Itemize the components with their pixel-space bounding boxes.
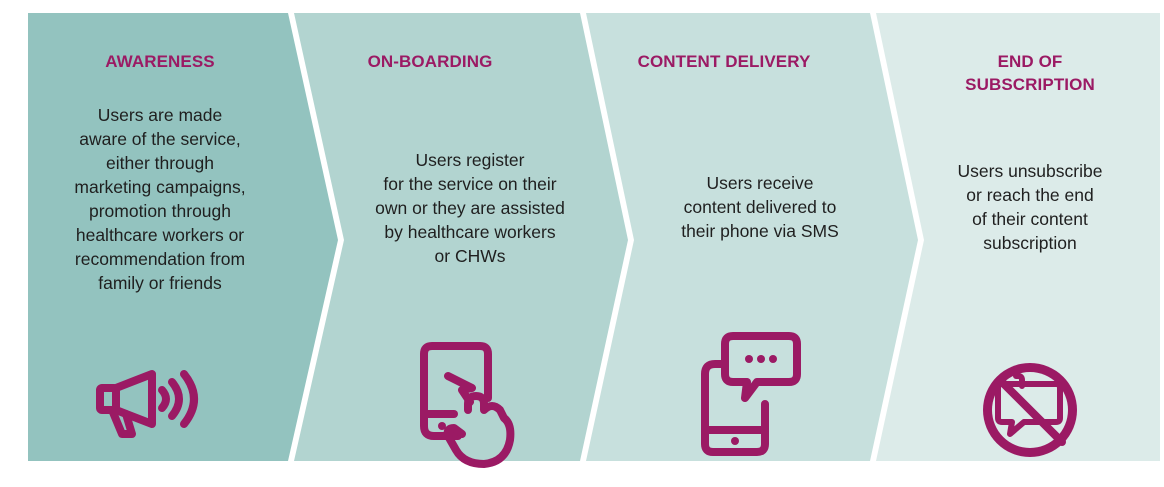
stage-onboarding-title: ON-BOARDING <box>367 52 493 71</box>
description-line: content delivered to <box>683 197 837 217</box>
stage-onboarding-description: Users register for the service on their … <box>345 148 595 268</box>
sms-phone-icon <box>701 332 801 456</box>
description-line: by healthcare workers <box>384 222 556 242</box>
description-line: or reach the end <box>966 185 1094 205</box>
no-messages-icon <box>983 363 1077 457</box>
description-line: promotion through <box>88 201 232 221</box>
stage-onboarding-band <box>294 13 628 461</box>
title-line: END OF <box>997 52 1063 71</box>
description-line: or CHWs <box>434 246 506 266</box>
stage-content-delivery-title: CONTENT DELIVERY <box>637 52 811 71</box>
megaphone-icon <box>96 370 198 438</box>
description-line: Users register <box>415 150 525 170</box>
description-line: Users are made <box>97 105 223 125</box>
stage-awareness-band <box>28 13 338 461</box>
stage-content-delivery-description: Users receive content delivered to their… <box>640 171 880 243</box>
description-line: for the service on their <box>383 174 557 194</box>
stage-end-subscription-band <box>876 13 1160 461</box>
description-line: healthcare workers or <box>75 225 245 245</box>
stage-end-subscription-title: END OF SUBSCRIPTION <box>925 50 1135 96</box>
stage-awareness-title: AWARENESS <box>105 52 215 71</box>
description-line: of their content <box>972 209 1088 229</box>
description-line: aware of the service, <box>79 129 241 149</box>
description-line: either through <box>106 153 214 173</box>
description-line: own or they are assisted <box>375 198 565 218</box>
description-line: their phone via SMS <box>681 221 839 241</box>
stage-awareness-description: Users are made aware of the service, eit… <box>40 103 280 295</box>
description-line: family or friends <box>98 273 222 293</box>
stage-content-delivery-band <box>586 13 918 461</box>
description-line: marketing campaigns, <box>74 177 246 197</box>
description-line: Users receive <box>706 173 814 193</box>
stage-end-subscription-description: Users unsubscribe or reach the end of th… <box>925 159 1135 255</box>
touch-phone-icon <box>420 342 515 468</box>
description-line: subscription <box>983 233 1077 253</box>
description-line: Users unsubscribe <box>957 161 1103 181</box>
title-line: SUBSCRIPTION <box>965 75 1095 94</box>
description-line: recommendation from <box>74 249 246 269</box>
